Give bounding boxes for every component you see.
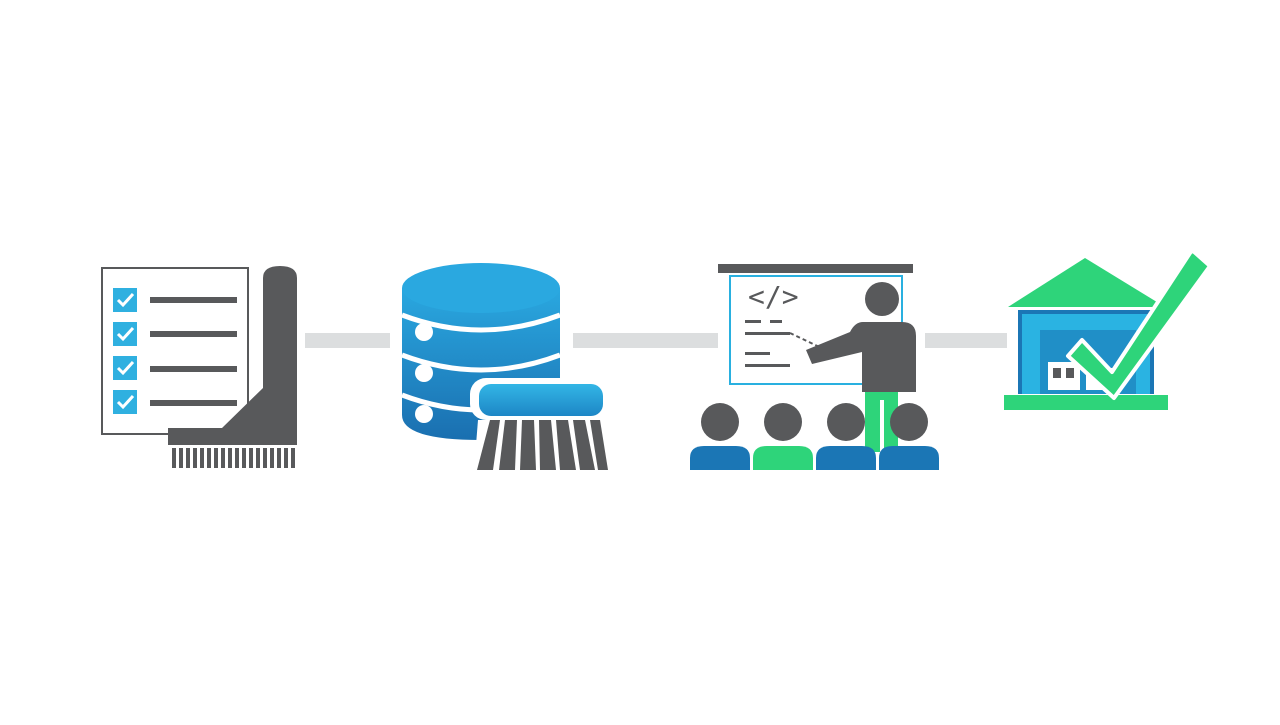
database-brush-icon [401, 263, 610, 470]
broom-icon [222, 266, 297, 428]
checkbox-icon [113, 322, 237, 346]
presenter-icon [865, 282, 899, 316]
warehouse-check-icon [1004, 248, 1212, 410]
checkbox-icon [113, 390, 237, 414]
checkmark-icon [1066, 248, 1212, 400]
code-symbol-text: </> [748, 280, 799, 313]
checklist-brush-icon [101, 266, 297, 468]
connector-1 [305, 333, 390, 348]
training-presentation-icon: </> [690, 264, 939, 470]
connector-3 [925, 333, 1007, 348]
connector-2 [573, 333, 718, 348]
checkbox-icon [113, 356, 237, 380]
checkbox-icon [113, 288, 237, 312]
audience-icon [690, 403, 939, 470]
